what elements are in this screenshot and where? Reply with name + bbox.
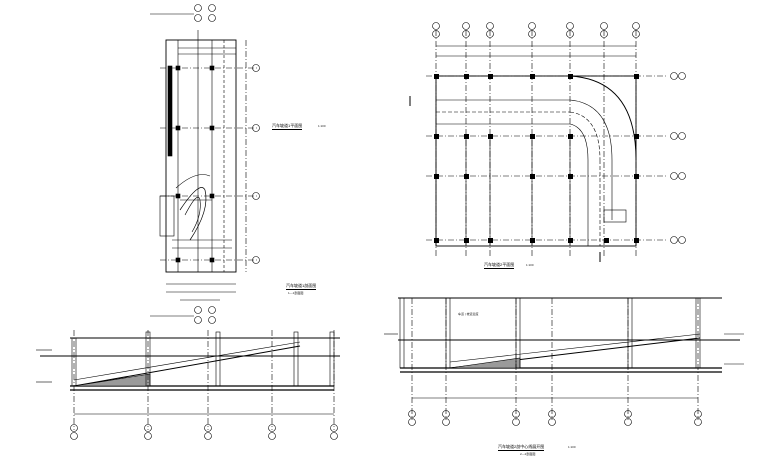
left-plan-caption: 汽车坡道1平面图 xyxy=(272,123,303,130)
right-plan-scale: 1:100 xyxy=(526,263,534,267)
left-section-subtitle: 1—1剖面图 xyxy=(288,291,304,295)
left-ramp-plan xyxy=(150,4,260,324)
right-ramp-plan xyxy=(409,22,686,262)
left-section-caption: 汽车坡道1剖面图 xyxy=(286,283,317,290)
right-section-subtitle: 2—2剖面图 xyxy=(520,452,536,456)
right-section-caption: 汽车坡道2剖中心线展开图 xyxy=(498,444,545,451)
left-ramp-section xyxy=(36,330,340,440)
right-section-label: 车道 | 坡道宽度 xyxy=(458,312,479,316)
left-plan-scale: 1:100 xyxy=(318,124,326,128)
right-section-scale: 1:100 xyxy=(568,445,576,449)
right-plan-caption: 汽车坡道2平面图 xyxy=(484,262,515,269)
right-ramp-section xyxy=(384,297,744,426)
